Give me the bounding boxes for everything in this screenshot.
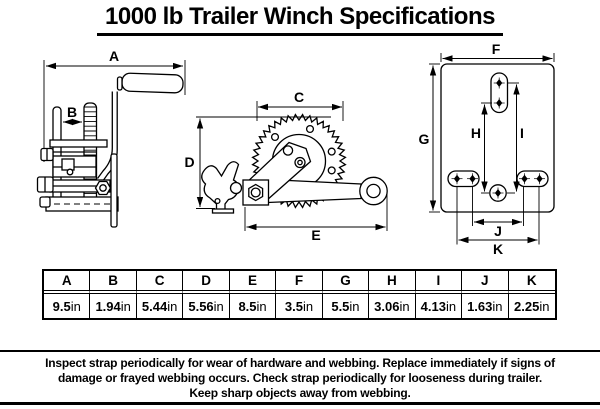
bottom-border-line [0,402,600,405]
spec-col-header: H [369,271,416,294]
page-title: 1000 lb Trailer Winch Specifications [97,3,503,36]
dim-label-d: D [184,154,194,170]
page-header: 1000 lb Trailer Winch Specifications [0,3,600,36]
specification-drawings: A B [36,41,555,257]
spec-col-header: G [322,271,370,294]
warning-text: Inspect strap periodically for wear of h… [0,356,600,401]
dim-label-e: E [311,227,320,243]
dim-label-f: F [492,41,501,57]
drawing-front-view: C D E [184,89,388,243]
spec-col-header: J [462,271,509,294]
warning-line: Keep sharp objects away from webbing. [189,386,411,400]
spec-col-header: D [183,271,230,294]
spec-col-header: F [276,271,323,294]
warning-line: damage or frayed webbing occurs. Check s… [57,371,543,385]
spec-col-header: K [508,271,555,294]
strap-bar [110,153,118,228]
spec-col-header: I [415,271,463,294]
dim-label-a: A [109,48,119,64]
drawing-side-view: A B [36,48,186,228]
spec-col-header: B [90,271,137,294]
dim-label-c: C [294,89,304,105]
dim-label-h: H [471,125,481,141]
spec-col-header: A [44,271,91,294]
separator-line [0,350,600,352]
spec-col-header: E [229,271,277,294]
crank-grip [121,72,184,94]
mount-slot-left [447,170,480,188]
spec-col-header: C [136,271,184,294]
dim-label-j: J [494,223,502,239]
dim-label-k: K [493,241,503,257]
dim-label-b: B [67,104,77,120]
warning-line: Inspect strap periodically for wear of h… [45,356,555,370]
drawing-mounting-plate: F G H I J K [419,41,555,257]
dim-label-i: I [520,125,524,141]
dim-label-g: G [419,131,430,147]
bolt [39,196,51,208]
